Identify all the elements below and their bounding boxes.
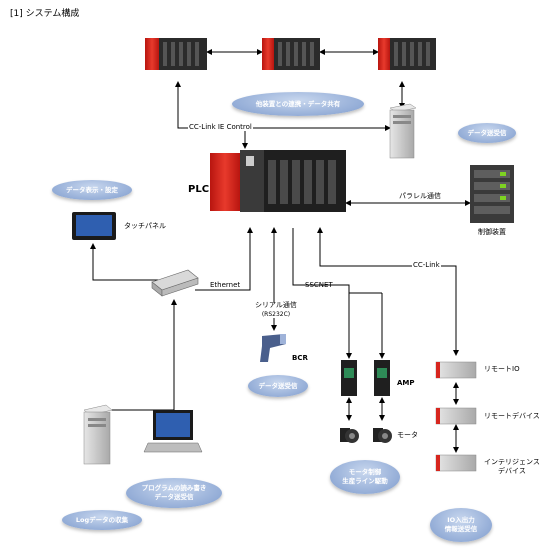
bubble-data-tx-bcr: データ送受信 [248, 375, 308, 397]
label-remote-io: リモートIO [484, 365, 520, 373]
bubble-data-display: データ表示・設定 [52, 180, 132, 200]
label-serial: シリアル通信 (RS232C) [255, 302, 297, 318]
bubble-program-rw-line1: プログラムの読み書き [141, 484, 207, 493]
bubble-motor-control: モータ制御 生産ライン駆動 [330, 460, 400, 494]
label-motor: モータ [397, 431, 418, 439]
plc-rack-3 [378, 38, 436, 70]
label-remote-device: リモートデバイス [484, 412, 540, 420]
remote-io-module [435, 361, 477, 379]
main-plc [210, 150, 346, 212]
label-intelligent-device-line2: デバイス [498, 467, 526, 475]
label-cc-link-ie: CC-Link IE Control [188, 123, 253, 131]
ethernet-line [195, 227, 253, 291]
plc-rack-2 [262, 38, 320, 70]
bubble-motor-control-line2: 生産ライン駆動 [342, 477, 388, 485]
page-title: [1] システム構成 [10, 9, 80, 19]
bubble-other-devices: 他装置との連携・データ共有 [232, 92, 364, 116]
bubble-io-line2: 情報送受信 [444, 525, 478, 533]
bubble-program-rw-line2: データ送受信 [154, 493, 194, 501]
label-ethernet: Ethernet [210, 281, 241, 289]
label-amp: AMP [397, 379, 415, 387]
bcr-scanner [260, 334, 286, 362]
bubble-io: IO入出力 情報送受信 [430, 508, 492, 542]
motor-2 [373, 428, 392, 443]
connection-lines [90, 49, 471, 453]
bubble-data-tx-top: データ送受信 [458, 123, 516, 143]
laptop [143, 410, 203, 453]
bubble-program-rw: プログラムの読み書き データ送受信 [126, 478, 222, 508]
control-device-server [470, 165, 514, 223]
tower-pc-top [389, 103, 417, 159]
cc-link-ie-line [175, 81, 248, 149]
label-parallel: パラレル通信 [398, 192, 442, 200]
remote-device-module [435, 407, 477, 425]
plc-rack-1 [145, 38, 207, 70]
label-intelligent-device: インテリジェンス デバイス [484, 459, 540, 475]
label-sscnet: SSCNET [305, 281, 333, 289]
bubble-log-collect: Logデータの収集 [62, 510, 142, 530]
amp-1 [341, 360, 357, 396]
ethernet-hub [151, 269, 199, 297]
label-plc: PLC [188, 184, 210, 195]
label-intelligent-device-line1: インテリジェンス [484, 458, 540, 466]
motor-1 [340, 428, 359, 443]
touch-panel [72, 212, 116, 240]
sscnet-line [292, 228, 352, 359]
bubble-io-line1: IO入出力 [447, 516, 475, 525]
intelligent-device-module [435, 454, 477, 472]
server-pc-bottom [83, 404, 113, 465]
link-touchpanel-hub [90, 243, 160, 281]
label-serial-line2: (RS232C) [261, 311, 291, 318]
amp-2 [374, 360, 390, 396]
cc-link-line [317, 227, 459, 356]
label-serial-line1: シリアル通信 [255, 301, 297, 309]
label-control-device: 制御装置 [478, 228, 506, 236]
label-cc-link: CC-Link [412, 261, 441, 269]
label-touch-panel: タッチパネル [124, 222, 166, 230]
label-bcr: BCR [292, 354, 308, 362]
bubble-motor-control-line1: モータ制御 [348, 468, 382, 477]
